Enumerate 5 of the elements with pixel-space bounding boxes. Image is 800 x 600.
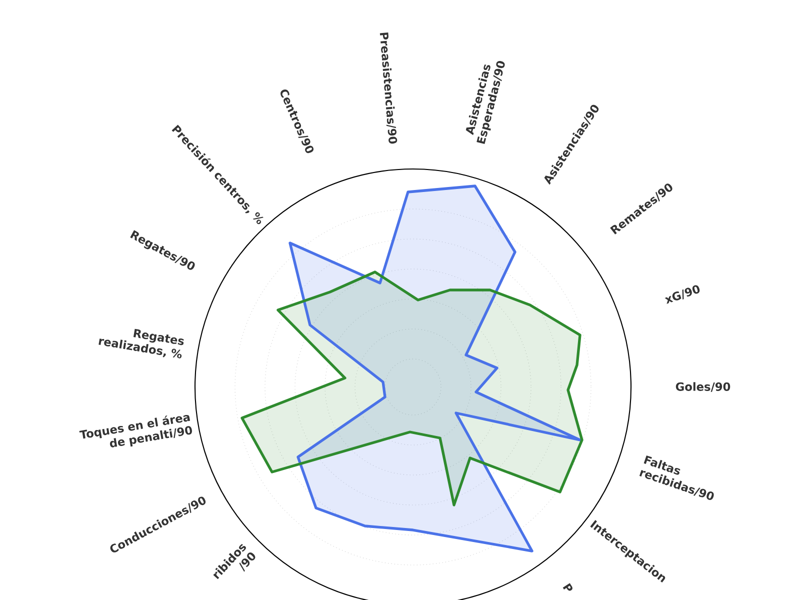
axis-label: Regates realizados, % (98, 328, 184, 358)
axis-label: xG/90 (664, 285, 700, 304)
axis-label: P (562, 583, 572, 591)
axis-label: Preasistencias/90 (380, 32, 398, 144)
axis-label: Goles/90 (676, 382, 730, 392)
